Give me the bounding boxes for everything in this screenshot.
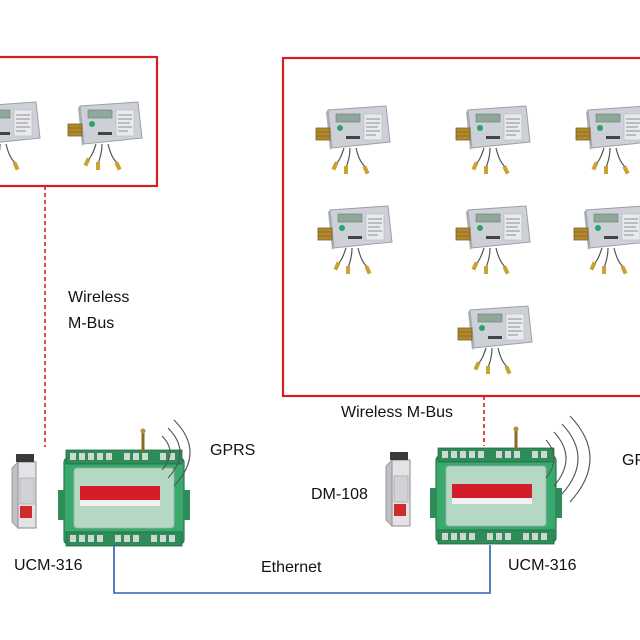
ethernet-connection — [113, 545, 491, 594]
wireless-mbus-label-right: Wireless M-Bus — [341, 404, 454, 421]
heat-meter — [575, 105, 640, 176]
gprs-signal-right — [545, 415, 591, 503]
heat-meter — [455, 205, 531, 276]
heat-meter — [455, 105, 531, 176]
ucm316-label-left: UCM-316 — [14, 557, 83, 574]
heat-meter — [315, 105, 391, 176]
gprs-label-left: GPRS — [210, 442, 256, 459]
wireless-mbus-label-left: Wireless — [68, 289, 130, 306]
antenna — [512, 425, 520, 452]
dm108-label: DM-108 — [311, 486, 368, 503]
dm108-module — [11, 453, 37, 529]
ethernet-label: Ethernet — [261, 559, 322, 576]
heat-meter — [0, 101, 41, 172]
wireless-mbus-label-left-2: M-Bus — [68, 315, 115, 332]
gprs-label-right: GPRS — [622, 452, 640, 469]
ucm316-label-right: UCM-316 — [508, 557, 577, 574]
heat-meter — [573, 205, 640, 276]
ucm316-controller — [429, 447, 563, 545]
dm108-module — [385, 451, 411, 527]
heat-meter — [457, 305, 533, 376]
gprs-signal-left — [161, 419, 191, 487]
right-meter-group-box — [281, 56, 640, 398]
heat-meter — [317, 205, 393, 276]
left-meter-group-box — [0, 55, 159, 188]
heat-meter — [67, 101, 143, 172]
antenna — [139, 427, 147, 454]
ucm316-controller — [57, 449, 191, 547]
